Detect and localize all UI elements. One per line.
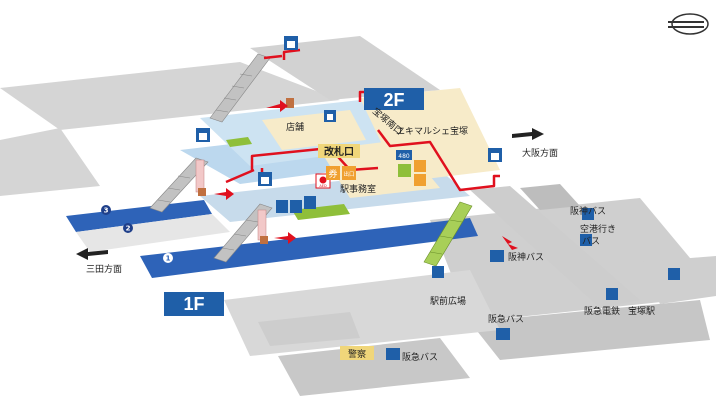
label-airport-bus: 空港行き bbox=[580, 223, 616, 235]
label-hanshin-bus-sign: 阪神バス bbox=[570, 205, 606, 217]
platform-number-2: 2 bbox=[123, 223, 133, 233]
platform-1 bbox=[140, 218, 478, 278]
ticket-gate-bar bbox=[292, 204, 350, 220]
info-icon bbox=[398, 164, 411, 177]
elevator-icon bbox=[488, 148, 502, 162]
pillar bbox=[257, 209, 267, 241]
svg-text:3: 3 bbox=[104, 207, 109, 215]
route-arrows bbox=[214, 100, 518, 250]
pillar bbox=[286, 98, 294, 108]
walkway-hankyu bbox=[470, 186, 640, 308]
badge-480-icon: 480 bbox=[396, 150, 412, 160]
police-block bbox=[278, 338, 470, 396]
ground-block-left bbox=[258, 312, 360, 346]
bus-icon bbox=[582, 208, 594, 220]
elevator-icon bbox=[196, 128, 210, 142]
arrow-sanda bbox=[76, 248, 108, 260]
label-hanshin-bus: 阪神バス bbox=[508, 251, 544, 263]
taxi-icon bbox=[668, 268, 680, 280]
svg-text:1: 1 bbox=[166, 255, 171, 263]
floor-badge-2f: 2F bbox=[364, 88, 424, 110]
shop-area bbox=[262, 110, 366, 150]
floor-badge-1f: 1F bbox=[164, 292, 224, 316]
stairs-east-right bbox=[520, 184, 580, 210]
bus-icon bbox=[496, 328, 510, 340]
train-icon bbox=[606, 288, 618, 300]
gate-bar-small bbox=[226, 137, 252, 147]
exit-sign-icon: 出口 bbox=[342, 166, 356, 180]
label-sanda: 三田方面 bbox=[86, 263, 122, 275]
svg-text:480: 480 bbox=[398, 153, 410, 160]
ground-area-west bbox=[0, 128, 100, 196]
svg-text:1F: 1F bbox=[183, 294, 204, 314]
bus-icon bbox=[490, 250, 504, 262]
bus-icon bbox=[580, 234, 592, 246]
pillar bbox=[198, 188, 206, 196]
stairs-platform-1 bbox=[213, 203, 273, 263]
ground-strip-south bbox=[224, 270, 500, 356]
label-hankyu-bus-2: 阪急バス bbox=[402, 351, 438, 363]
svg-text:2: 2 bbox=[126, 225, 131, 233]
taxi-icon bbox=[432, 266, 444, 278]
label-station-square: 駅前広場 bbox=[430, 295, 466, 307]
north-arrow-icon bbox=[668, 13, 709, 35]
elevator-icon bbox=[258, 172, 272, 186]
label-police: 警察 bbox=[348, 348, 366, 360]
label-osaka: 大阪方面 bbox=[522, 147, 558, 159]
svg-text:改札口: 改札口 bbox=[324, 145, 354, 158]
label-station-office: 駅事務室 bbox=[340, 183, 376, 195]
label-shop: 店舗 bbox=[286, 121, 304, 133]
platform-3 bbox=[66, 200, 212, 232]
escalator-east bbox=[423, 201, 473, 267]
arrow-osaka bbox=[512, 128, 544, 140]
exit-sign-icon bbox=[414, 160, 426, 186]
police-box bbox=[340, 346, 374, 360]
ticket-machine-icon: 券 bbox=[326, 166, 340, 180]
toilet-icon bbox=[276, 196, 316, 213]
bus-icon bbox=[386, 348, 400, 360]
building-southeast bbox=[470, 300, 710, 360]
stairs-mid-left bbox=[149, 157, 209, 213]
label-airport-bus-2: バス bbox=[582, 236, 600, 247]
label-takarazuka-station: 宝塚駅 bbox=[628, 305, 655, 317]
ticket-gate-sign: 改札口 bbox=[318, 144, 360, 158]
track-gap bbox=[76, 214, 230, 252]
bag-icon bbox=[324, 110, 336, 122]
label-hankyu-rail: 阪急電鉄 bbox=[584, 305, 620, 317]
svg-text:券: 券 bbox=[328, 168, 337, 180]
svg-text:AED: AED bbox=[319, 184, 327, 188]
platform-number-3: 3 bbox=[101, 205, 111, 215]
bridge-2f bbox=[250, 36, 440, 100]
ground-area-north bbox=[0, 62, 340, 130]
svg-text:出口: 出口 bbox=[343, 170, 354, 178]
svg-text:2F: 2F bbox=[383, 90, 404, 110]
platform-number-1: 1 bbox=[163, 253, 173, 263]
label-ekimarche: エキマルシェ宝塚 bbox=[396, 125, 468, 137]
pillar bbox=[195, 159, 205, 193]
elevator-icon bbox=[284, 36, 298, 50]
pillar bbox=[260, 236, 268, 244]
label-hankyu-bus: 阪急バス bbox=[488, 313, 524, 325]
